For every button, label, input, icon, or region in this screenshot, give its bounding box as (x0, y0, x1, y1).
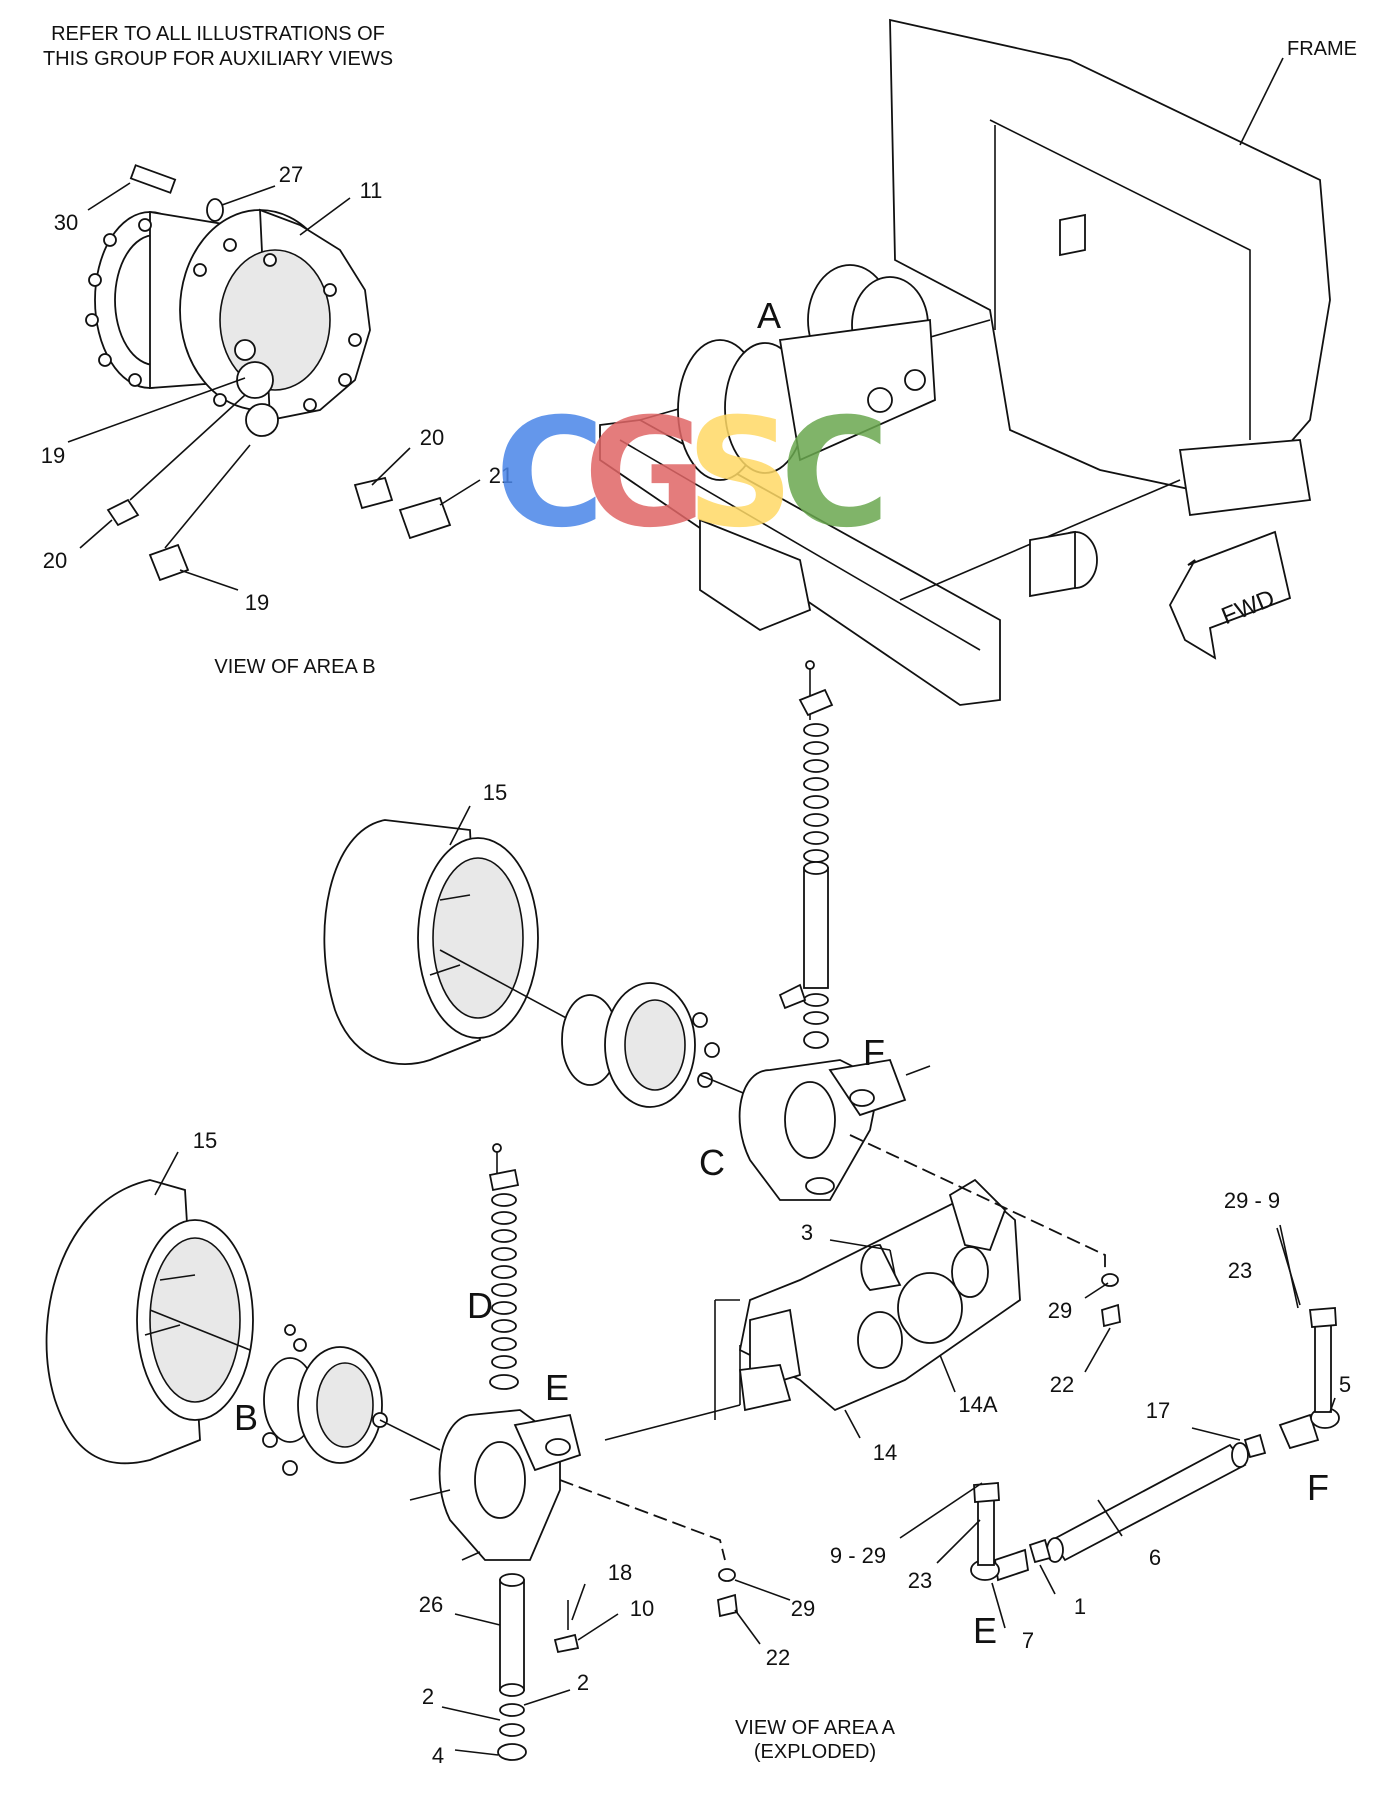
callout-23-left: 23 (908, 1568, 932, 1593)
frame-phantom-2 (604, 1404, 741, 1441)
callout-20-left: 20 (43, 548, 67, 573)
watermark-letter-c2: C (780, 387, 890, 561)
callout-2-left: 2 (422, 1684, 434, 1709)
callout-6: 6 (1149, 1545, 1161, 1570)
leaders-area-b (67, 182, 481, 591)
callout-29-9: 29 - 9 (1224, 1188, 1280, 1213)
watermark-letter-c1: C (495, 387, 605, 561)
tie-rod-assembly (970, 1307, 1340, 1582)
pin-axis-lower (559, 1479, 726, 1561)
callout-27: 27 (279, 162, 303, 187)
area-letter-e-lower: E (973, 1610, 997, 1651)
area-letter-d: D (467, 1285, 493, 1326)
lower-final-drive (262, 1324, 441, 1476)
area-letter-b: B (234, 1397, 258, 1438)
callout-14: 14 (873, 1440, 897, 1465)
lower-pin-26-assembly (497, 1573, 580, 1761)
callout-21: 21 (489, 463, 513, 488)
fwd-arrow (1168, 530, 1292, 660)
caption-view-area-a-exploded: (EXPLODED) (754, 1741, 876, 1763)
callout-29-upper: 29 (1048, 1298, 1072, 1323)
callout-5: 5 (1339, 1372, 1351, 1397)
area-letter-e-upper: E (545, 1367, 569, 1408)
caption-view-area-b: VIEW OF AREA B (214, 656, 375, 678)
callout-29-lower: 29 (791, 1596, 815, 1621)
callout-14a: 14A (958, 1392, 997, 1417)
lower-idler-wheel (45, 1179, 254, 1465)
upper-pin-stack (778, 660, 834, 1049)
callout-20-right: 20 (420, 425, 444, 450)
upper-final-drive (561, 982, 761, 1108)
header-note-line1: REFER TO ALL ILLUSTRATIONS OF (51, 23, 385, 45)
machine-frame (599, 18, 1331, 706)
callout-1: 1 (1074, 1594, 1086, 1619)
flange-bolts (85, 218, 362, 412)
pin-axis-upper (849, 1134, 1106, 1268)
area-letter-f-upper: F (863, 1032, 885, 1073)
frame-label: FRAME (1287, 38, 1357, 60)
caption-view-area-a: VIEW OF AREA A (735, 1717, 896, 1739)
cgsc-watermark: C G S C (495, 387, 890, 561)
final-drive-detail (85, 164, 452, 582)
bogie-frame (738, 1178, 1021, 1412)
area-letter-a: A (757, 295, 781, 336)
lower-pivot-housing (409, 1409, 582, 1561)
callout-17: 17 (1146, 1398, 1170, 1423)
leaders-main (154, 805, 1336, 1756)
watermark-letter-g: G (583, 387, 706, 561)
watermark-letter-s: S (686, 387, 794, 561)
callout-19-upper: 19 (41, 443, 65, 468)
callout-7: 7 (1022, 1628, 1034, 1653)
callout-15-lower: 15 (193, 1128, 217, 1153)
upper-pivot-housing (738, 1058, 931, 1201)
callout-4: 4 (432, 1743, 444, 1768)
callout-15-upper: 15 (483, 780, 507, 805)
callout-10: 10 (630, 1596, 654, 1621)
callout-19-lower: 19 (245, 590, 269, 615)
upper-idler-wheel (323, 819, 571, 1066)
callout-30: 30 (54, 210, 78, 235)
callout-3: 3 (801, 1220, 813, 1245)
callout-23-right: 23 (1228, 1258, 1252, 1283)
callout-11: 11 (360, 178, 383, 203)
callout-18: 18 (608, 1560, 632, 1585)
area-letter-f-lower: F (1307, 1467, 1329, 1508)
callout-9-29: 9 - 29 (830, 1543, 886, 1568)
callout-26: 26 (419, 1592, 443, 1617)
lower-pin-stack (488, 1143, 520, 1390)
area-letter-c: C (699, 1142, 725, 1183)
callout-22-upper: 22 (1050, 1372, 1074, 1397)
header-note-line2: THIS GROUP FOR AUXILIARY VIEWS (43, 48, 393, 70)
callout-2-right: 2 (577, 1670, 589, 1695)
callout-22-lower: 22 (766, 1645, 790, 1670)
